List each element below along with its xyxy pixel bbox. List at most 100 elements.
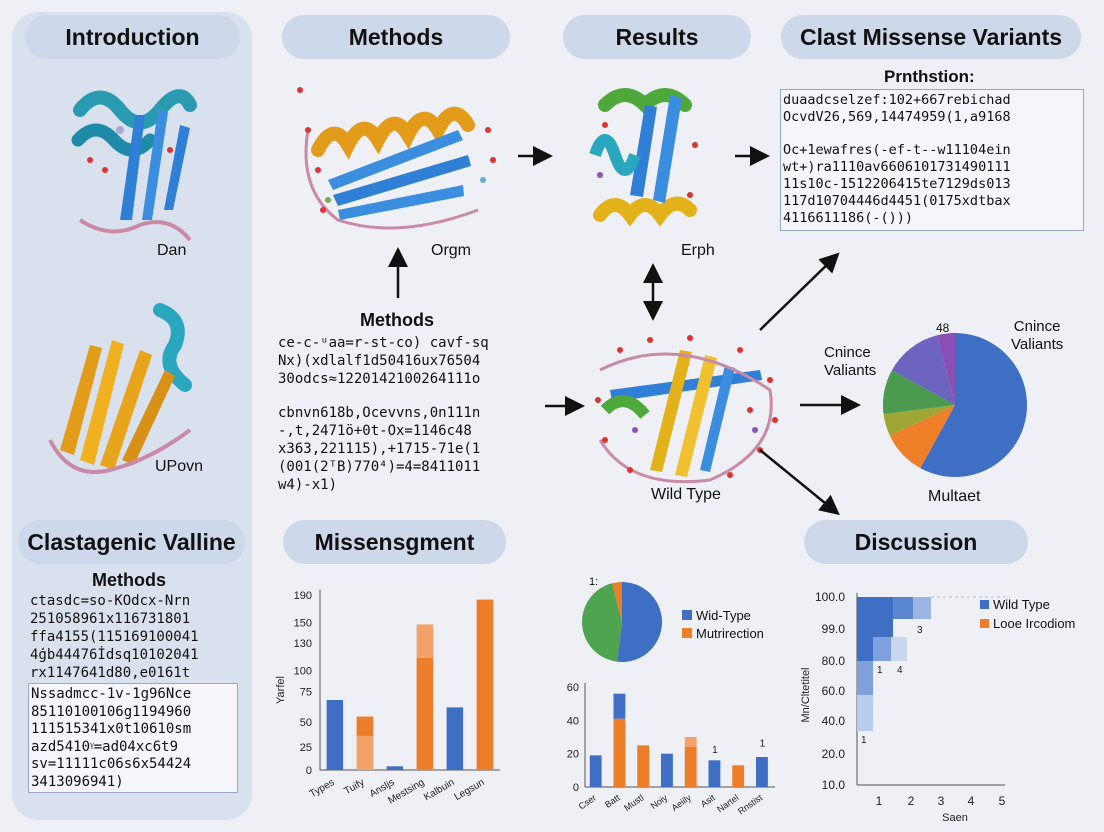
step-block (857, 695, 873, 731)
bar-a-bar (356, 716, 374, 736)
bar-a-ytick: 25 (300, 742, 312, 754)
bar-a-ytick: 0 (306, 765, 312, 777)
methods-center-block1: ce-c-ᵘaa=r-st-co) cavf-sq Nx)(xdlalf1d50… (278, 335, 489, 387)
prediction-line1: duaadcselzef:102+667rebichad OcvdV26,569… (783, 92, 1011, 125)
step-xtick: 5 (999, 794, 1005, 808)
legend-label-mutrirection: Mutrirection (696, 625, 764, 641)
pie-small-label-1: 1: (589, 576, 599, 588)
bar-b-annotation: 1 (712, 745, 718, 756)
bar-a-bar (326, 700, 344, 770)
step-block (873, 637, 891, 661)
legend-item-wid-type: Wid-Type (682, 606, 764, 624)
bar-b-xtick: Rnstist (736, 792, 765, 816)
header-results[interactable]: Results (563, 15, 751, 59)
bar-b-xtick: Batt (603, 792, 622, 810)
header-introduction[interactable]: Introduction (25, 15, 240, 59)
bar-b-xtick: Aeiily (670, 792, 694, 813)
header-missensgment[interactable]: Missensgment (283, 520, 506, 564)
pie-main-slice-3 (883, 370, 955, 415)
legend-swatch-wid-type (682, 610, 692, 620)
bar-a-xtick: Legsun (453, 777, 487, 803)
clastagenic-block2: Nssadmcc-1v-1g96Nce 85110100106g1194960 … (31, 686, 192, 790)
step-block (893, 597, 913, 619)
pie-main-slice-0 (920, 333, 1027, 477)
step-annotation: 1 (877, 665, 883, 676)
step-ytick: 20.0 (822, 747, 846, 761)
pie-small-slice-2 (612, 582, 622, 622)
bar-b-bar (589, 755, 602, 787)
step-ytick: 60.0 (822, 684, 846, 698)
bar-a-ytick: 150 (294, 618, 312, 630)
bar-a-bar (356, 735, 374, 770)
clastagenic-block1: ctasdc=so-KOdcx-Nrn 251058961x116731801 … (30, 593, 199, 681)
pie-main-slice-1 (889, 405, 955, 469)
bar-b-ytick: 60 (567, 682, 579, 694)
bar-b-bar (613, 693, 626, 719)
pie-label-cnince-right: Cnince Valiants (1011, 318, 1064, 353)
label-erph: Erph (681, 242, 715, 259)
bar-b-xtick: Cser (577, 792, 598, 811)
pie-main-slice-4 (891, 335, 955, 405)
label-upovn: UPovn (155, 458, 204, 475)
bar-a-xtick: Types (308, 777, 337, 800)
bar-a-ytick: 75 (300, 687, 312, 699)
prediction-box: duaadcselzef:102+667rebichad OcvdV26,569… (780, 89, 1084, 231)
bar-b-xtick: Noiy (649, 792, 670, 811)
bar-b-xtick: Nartel (715, 792, 740, 814)
bar-a-bar (446, 707, 464, 770)
step-ytick: 40.0 (822, 714, 846, 728)
bar-a-bar (416, 657, 434, 770)
bar-a-ytick: 130 (294, 638, 312, 650)
protein-structure-erph (589, 88, 698, 227)
header-clast-missense[interactable]: Clast Missense Variants (781, 15, 1081, 59)
step-ytick: 10.0 (822, 778, 846, 792)
step-annotation: 4 (897, 665, 903, 676)
bar-b-bar (613, 718, 626, 787)
pie-small-slice-1 (582, 583, 622, 662)
bar-a-ytick: 190 (294, 590, 312, 602)
legend-swatch-mutrirection (682, 628, 692, 638)
methods-center-block2: cbnvn618b,Ocevvns,0n111n -,t,2471ö+0t-Ox… (278, 405, 481, 493)
pie-small-slice-0 (616, 582, 662, 662)
header-discussion[interactable]: Discussion (804, 520, 1028, 564)
bar-b-ytick: 20 (567, 749, 579, 761)
pie-label-multaet: Multaet (928, 488, 981, 505)
step-chart-discussion: 100.099.080.060.040.020.010.0123456SaenM… (800, 590, 1005, 824)
legend-item-looe-ircodiom: Looe Ircodiom (980, 614, 1075, 633)
step-chart-legend: Wild Type Looe Ircodiom (980, 595, 1075, 633)
bar-a-ylabel: Yarfel (275, 676, 287, 704)
pie-label-48: 48 (936, 321, 950, 335)
bar-b-bar (708, 760, 721, 787)
step-ytick: 100.0 (815, 590, 845, 604)
legend-label-looe-ircodiom: Looe Ircodiom (993, 616, 1076, 631)
bar-a-ytick: 50 (300, 717, 312, 729)
methods-center-title: Methods (360, 310, 434, 330)
pie-main-slice-2 (883, 405, 955, 436)
header-methods[interactable]: Methods (282, 15, 510, 59)
bar-b-bar (661, 753, 673, 787)
bar-b-bar (732, 765, 745, 787)
step-block (891, 637, 907, 661)
bar-a-bar (386, 766, 404, 770)
bar-b-ytick: 0 (573, 782, 579, 794)
bar-a-xtick: Tuify (343, 777, 367, 797)
legend-item-mutrirection: Mutrirection (682, 624, 764, 642)
protein-structure-orgm (297, 87, 496, 230)
prediction-title: Prnthstion: (884, 67, 975, 86)
header-clastagenic[interactable]: Clastagenic Valline (18, 520, 245, 564)
bar-b-bar (637, 745, 650, 787)
bar-b-bar (756, 757, 768, 787)
bar-a-xtick: Kalbuin (422, 777, 456, 803)
legend-swatch-wild-type (980, 600, 989, 609)
pie-label-cnince-left: Cnince Valiants (824, 344, 877, 379)
step-xtick: 1 (876, 794, 883, 808)
bar-a-bar (476, 599, 494, 770)
label-dan: Dan (157, 242, 187, 259)
step-ytick: 99.0 (822, 622, 846, 636)
step-ytick: 80.0 (822, 654, 846, 668)
step-block (913, 597, 931, 619)
step-xtick: 4 (968, 794, 975, 808)
protein-structure-dan (71, 89, 197, 242)
